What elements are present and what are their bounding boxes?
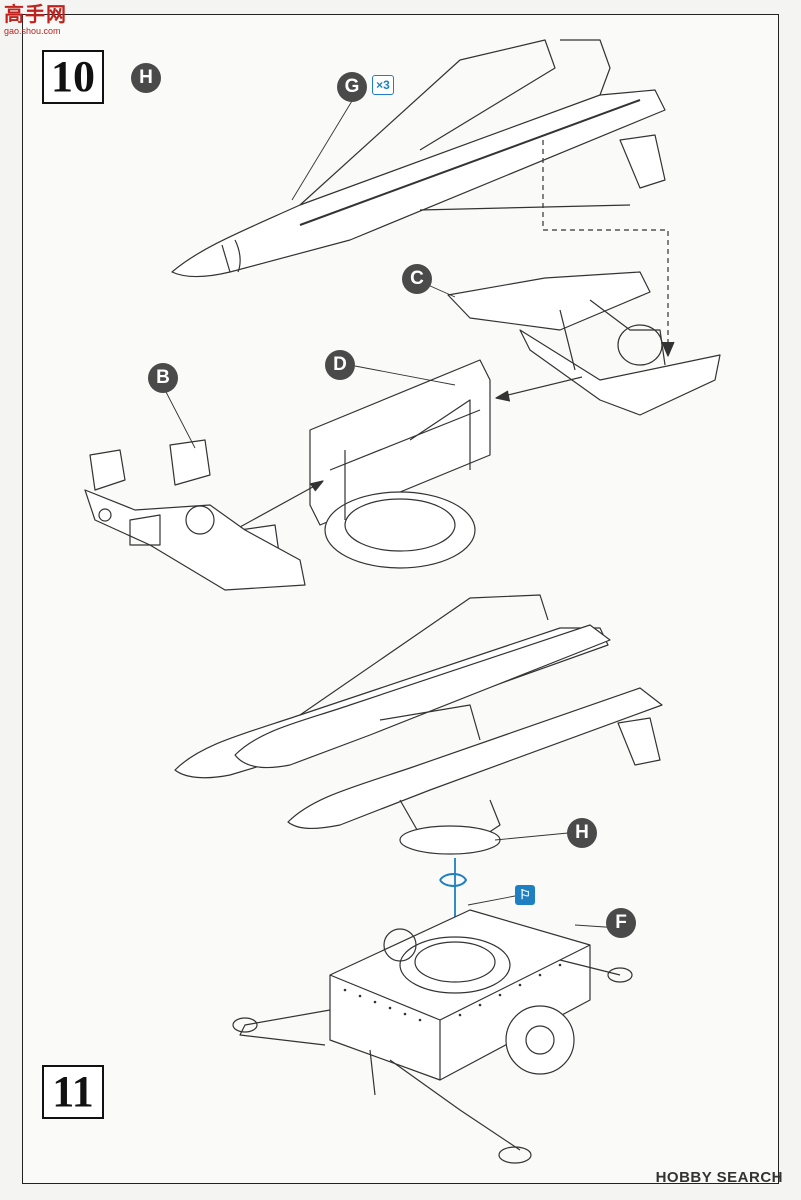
bracket-part-b <box>84 439 306 591</box>
site-logo-url: gao.shou.com <box>4 26 61 36</box>
glue-icon: ⚐ <box>515 885 535 905</box>
site-logo: 高手网 gao.shou.com <box>4 4 67 36</box>
site-logo-text: 高手网 <box>4 4 67 26</box>
callout-b: B <box>148 363 178 393</box>
callout-h-mid: H <box>567 818 597 848</box>
callout-d: D <box>325 350 355 380</box>
assembled-missiles <box>174 594 663 855</box>
watermark-text: HOBBY SEARCH <box>655 1169 783 1186</box>
quantity-badge: ×3 <box>372 75 394 95</box>
step-number-11: 11 <box>42 1065 104 1119</box>
callout-c: C <box>402 264 432 294</box>
missile-part-g <box>171 39 666 278</box>
step-number-10: 10 <box>42 50 104 104</box>
trailer-part-f <box>232 909 633 1164</box>
launcher-part-d <box>309 359 491 569</box>
callout-f: F <box>606 908 636 938</box>
cradle-part-c <box>447 271 721 416</box>
callout-g: G <box>337 72 367 102</box>
callout-h-top: H <box>131 63 161 93</box>
